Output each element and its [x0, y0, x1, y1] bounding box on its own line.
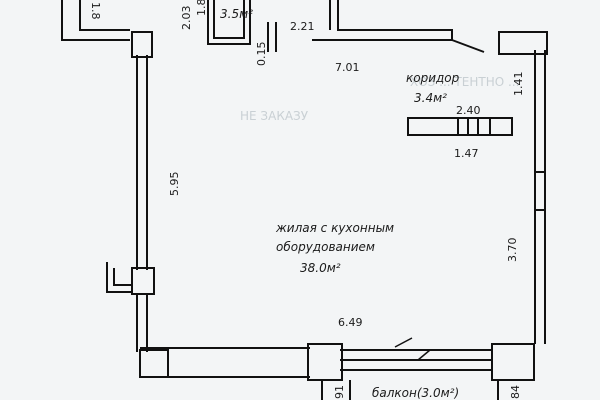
dim-0-15: 0.15	[255, 42, 268, 67]
walls	[61, 0, 548, 400]
room-balcony-label: балкон(3.0м²)	[372, 386, 459, 400]
balcony-window-pier-right	[491, 343, 535, 381]
dim-1-47: 1.47	[454, 147, 479, 160]
balcony-door-pier-left	[307, 343, 343, 381]
dim-1-41: 1.41	[512, 72, 525, 97]
bottom-left-corner-pier	[139, 349, 169, 378]
left-wall-column-top	[131, 31, 153, 58]
corridor-appliance	[457, 117, 491, 136]
room-top-area: 3.5м²	[220, 7, 253, 21]
dim-2-40: 2.40	[456, 104, 481, 117]
dim-1-8: 1.8	[195, 0, 208, 16]
left-wall-column-mid	[131, 267, 155, 295]
room-living-area: 38.0м²	[300, 261, 341, 275]
background-text-1: ХОЗ ... ТЕНТНО ...	[410, 75, 519, 89]
dim-top-left-clip: 1.8	[89, 2, 102, 20]
dim-5-95: 5.95	[168, 172, 181, 197]
dim-91: 91	[333, 385, 346, 399]
dim-84: 84	[509, 385, 522, 399]
right-wall-pier-top	[498, 31, 548, 55]
background-text-2: НЕ ЗАКАЗУ	[240, 109, 309, 123]
dim-6-49: 6.49	[338, 316, 363, 329]
room-living-line2: оборудованием	[276, 240, 375, 254]
dim-2-21: 2.21	[290, 20, 315, 33]
dim-3-70: 3.70	[506, 238, 519, 263]
room-corridor-area: 3.4м²	[414, 91, 447, 105]
room-living-line1: жилая с кухонным	[275, 221, 394, 235]
dim-2-03: 2.03	[180, 6, 193, 31]
dim-7-01: 7.01	[335, 61, 360, 74]
right-wall-pier-mid	[534, 171, 546, 211]
balcony-hatch	[394, 337, 431, 361]
corridor-panel	[407, 117, 513, 136]
room-corridor-name: коридор	[406, 71, 460, 85]
